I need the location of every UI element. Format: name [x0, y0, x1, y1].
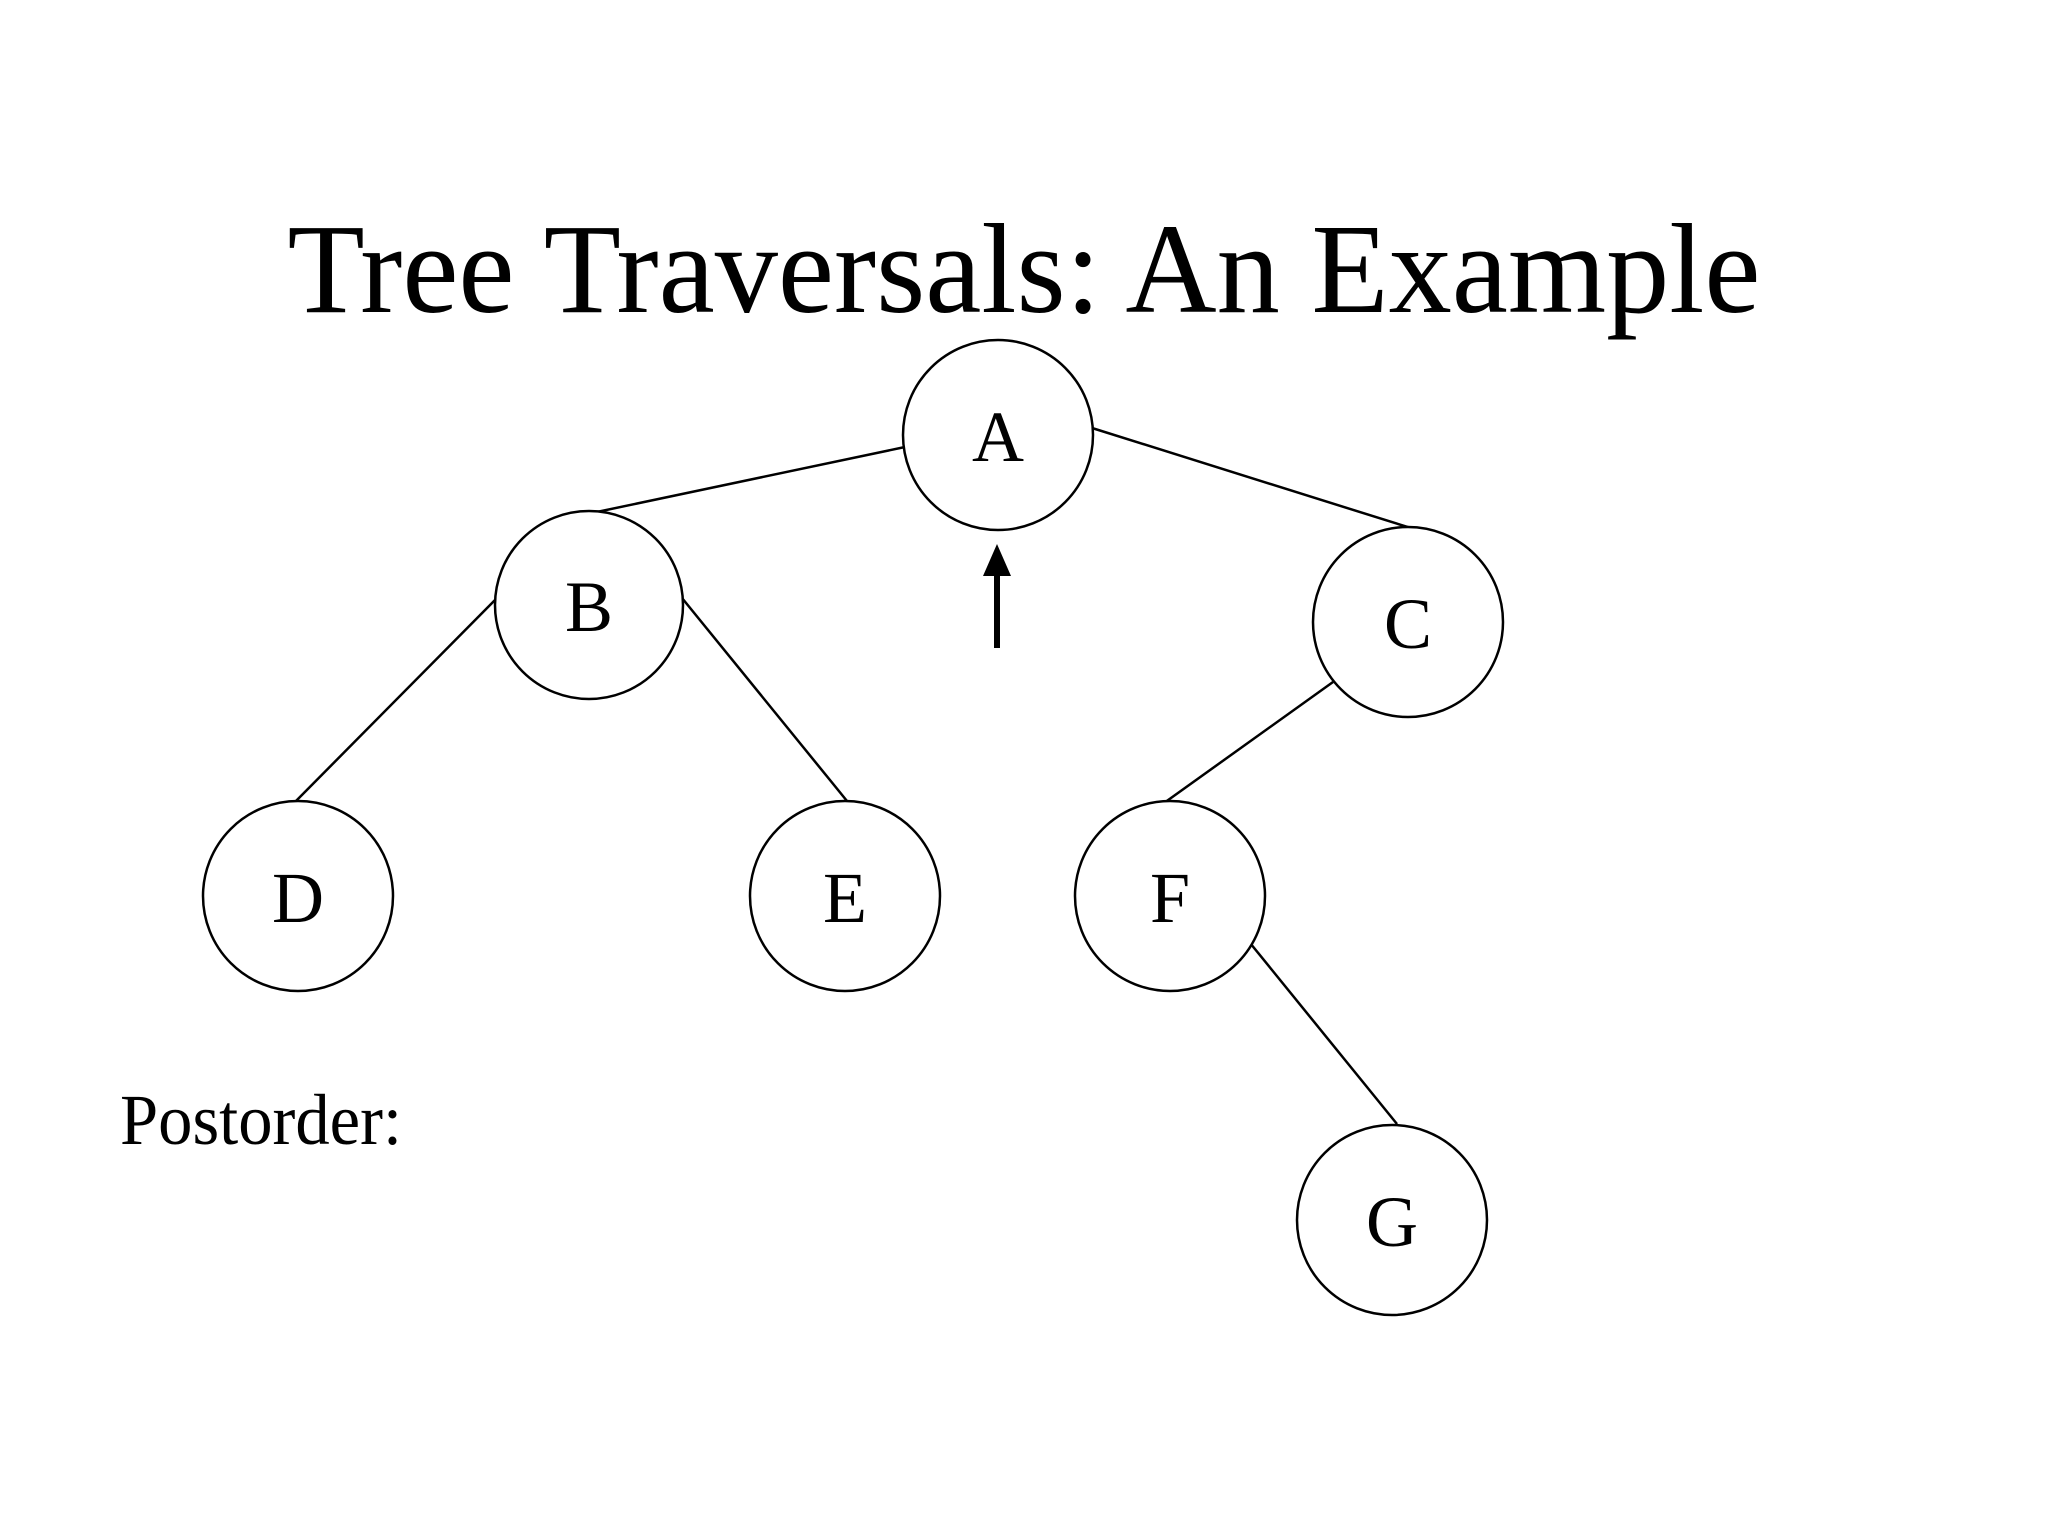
tree-node-F — [1073, 799, 1267, 993]
up-arrow-head — [983, 544, 1011, 576]
tree-node-label-B: B — [565, 567, 613, 647]
tree-node-label-E: E — [823, 858, 867, 938]
tree-edge-A-B — [591, 445, 906, 515]
tree-nodes: A B C D E F G — [201, 338, 1505, 1317]
tree-edge-B-D — [293, 598, 497, 804]
tree-node-A — [901, 338, 1095, 532]
tree-node-D — [201, 799, 395, 993]
tree-node-label-C: C — [1384, 584, 1432, 664]
up-arrow-icon — [983, 544, 1011, 648]
slide-title: Tree Traversals: An Example — [288, 198, 1761, 340]
tree-edges — [293, 426, 1415, 1125]
tree-edge-B-E — [681, 597, 848, 802]
tree-node-label-G: G — [1366, 1182, 1418, 1262]
tree-edge-A-C — [1091, 426, 1415, 531]
tree-node-E — [748, 799, 942, 993]
tree-node-G — [1295, 1123, 1489, 1317]
tree-edge-F-G — [1245, 937, 1398, 1125]
tree-node-label-D: D — [272, 858, 324, 938]
tree-node-C — [1311, 525, 1505, 719]
postorder-caption: Postorder: — [120, 1080, 402, 1160]
tree-edge-C-F — [1163, 680, 1334, 805]
tree-node-label-A: A — [972, 397, 1024, 477]
tree-node-B — [493, 509, 685, 701]
tree-node-label-F: F — [1150, 858, 1190, 938]
